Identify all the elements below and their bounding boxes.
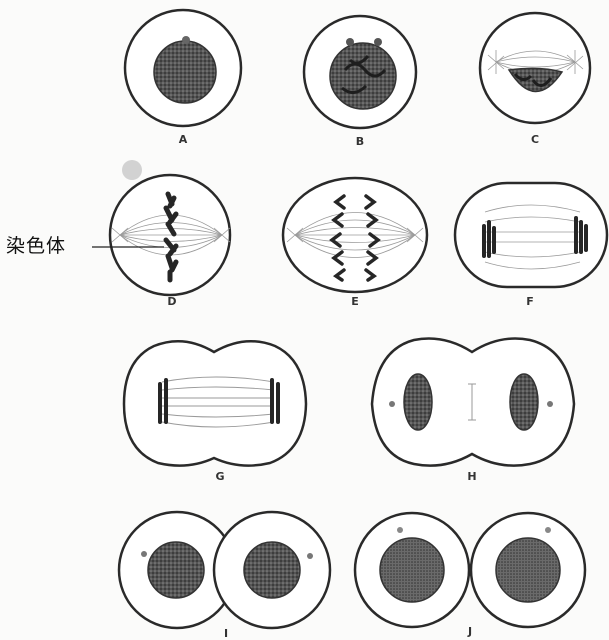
daughter-nucleus-left xyxy=(404,374,432,430)
label-e: E xyxy=(351,296,359,307)
cell-c xyxy=(480,13,590,123)
daughter-nucleus-right xyxy=(510,374,538,430)
cell-g xyxy=(124,341,306,465)
label-f: F xyxy=(526,296,534,307)
cell-e xyxy=(283,178,427,292)
cell-f xyxy=(455,183,607,287)
cell-h xyxy=(372,339,574,466)
label-j: J xyxy=(468,626,472,637)
cell-j xyxy=(355,513,585,627)
label-i: I xyxy=(224,628,228,639)
cell-i xyxy=(119,512,330,628)
nucleus-j-right xyxy=(496,538,560,602)
nucleus-i-right xyxy=(244,542,300,598)
label-a: A xyxy=(179,134,188,145)
nucleus-b xyxy=(330,43,396,109)
chromosome-callout-label: 染色体 xyxy=(6,237,66,256)
label-c: C xyxy=(531,134,539,145)
cell-d xyxy=(110,160,230,295)
nucleus-i-left xyxy=(148,542,204,598)
label-b: B xyxy=(356,136,364,147)
nucleus-a xyxy=(154,41,216,103)
label-d: D xyxy=(167,296,176,307)
label-g: G xyxy=(215,471,224,482)
nucleus-j-left xyxy=(380,538,444,602)
cell-a xyxy=(125,10,241,126)
cell-b xyxy=(304,16,416,128)
label-h: H xyxy=(467,471,476,482)
